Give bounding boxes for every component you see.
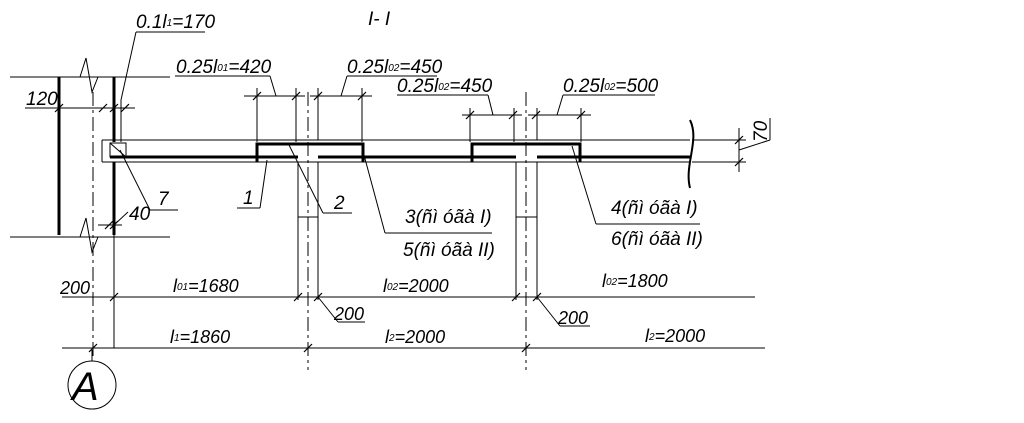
label-pos-1: 1 (243, 188, 254, 209)
label-span-2b: l2=2000 (645, 326, 705, 346)
label-anchor-02c: 0.25l02=500 (563, 76, 659, 97)
beam-1 (297, 92, 319, 370)
label-dim-200-right: 200 (557, 308, 588, 328)
left-wall (10, 57, 170, 360)
label-dim-200-left: 200 (59, 278, 90, 298)
label-top-left: 0.1l1=170 (136, 12, 215, 33)
label-dim-120: 120 (26, 89, 58, 110)
label-span-1: l1=1860 (170, 327, 230, 347)
section-title: I- I (368, 9, 391, 30)
label-span-01: l01=1680 (173, 276, 239, 296)
label-anchor-02b: 0.25l02=450 (397, 76, 493, 97)
span-dims-axis (62, 343, 765, 353)
label-dim-7: 7 (158, 189, 170, 210)
label-anchor-01: 0.25l01=420 (176, 57, 272, 78)
label-span-02a: l02=2000 (383, 276, 449, 296)
span-dims-clear (62, 235, 755, 348)
slab (101, 119, 695, 189)
label-pos-2: 2 (333, 193, 345, 214)
label-pos-6: 6(ñì óãà II) (611, 229, 703, 250)
axis-label: A (70, 365, 99, 409)
label-dim-200-mid: 200 (333, 304, 364, 324)
top-bars (255, 142, 582, 162)
label-dim-40: 40 (129, 204, 151, 225)
label-pos-5: 5(ñì óãà II) (403, 240, 495, 261)
left-120-dim (25, 103, 98, 113)
label-anchor-02a: 0.25l02=450 (347, 57, 443, 78)
label-span-2a: l2=2000 (385, 327, 445, 347)
top-dims (95, 31, 655, 142)
axis-bubble: A (67, 350, 117, 410)
label-pos-4: 4(ñì óãà I) (611, 198, 698, 219)
beam-2 (515, 92, 538, 370)
slab-thickness-dim (692, 118, 771, 172)
label-dim-70: 70 (751, 120, 772, 142)
left-40-dim (98, 149, 178, 230)
label-pos-3: 3(ñì óãà I) (405, 207, 492, 228)
bar-leaders (237, 142, 700, 234)
label-span-02b: l02=1800 (602, 271, 668, 291)
